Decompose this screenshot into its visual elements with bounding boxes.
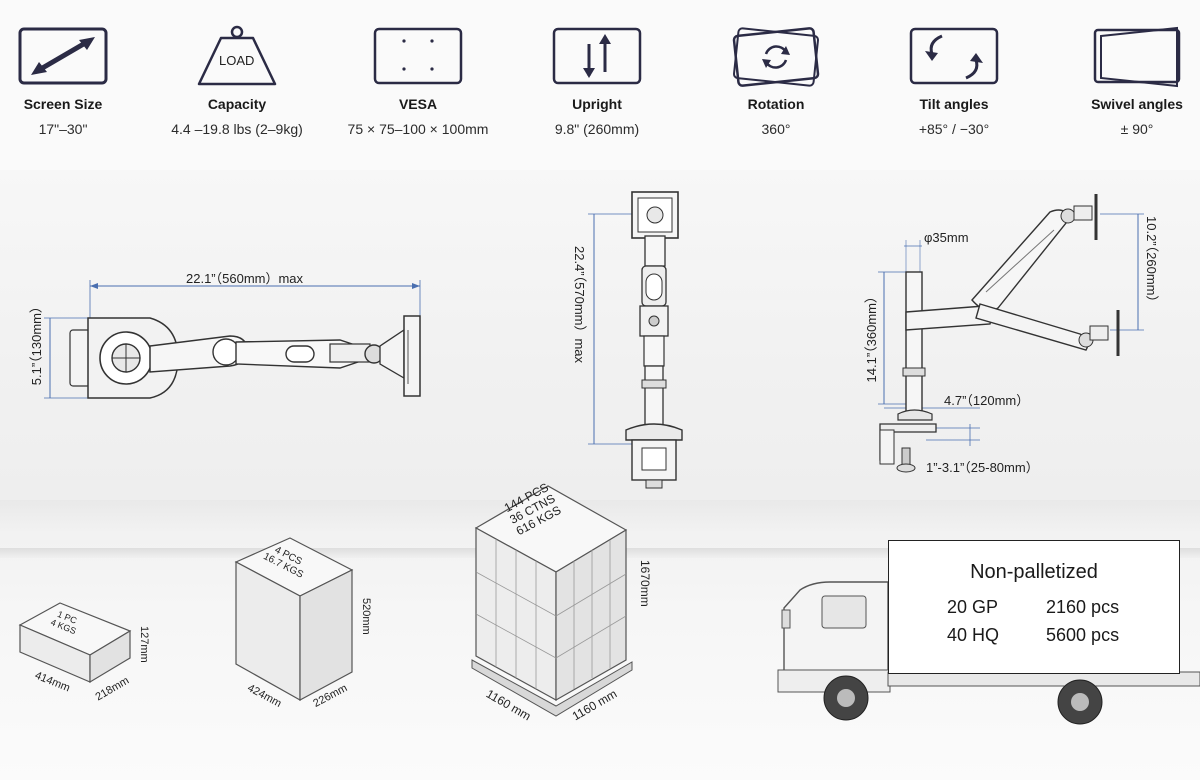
front-view-height-label: 22.4”（570mm）max: [572, 246, 587, 364]
shipping-info-box: Non-palletized 20 GP 2160 pcs 40 HQ 5600…: [888, 540, 1180, 674]
spec-value: 360°: [761, 121, 791, 137]
diagram-background: [0, 170, 1200, 500]
spec-value: 9.8" (260mm): [554, 121, 640, 137]
spec-value: 4.4 –19.8 lbs (2–9kg): [171, 121, 303, 137]
spec-value: 17"–30": [38, 121, 88, 137]
spec-tilt: Tilt angles +85° / −30°: [879, 26, 1029, 137]
spec-capacity: LOAD Capacity 4.4 –19.8 lbs (2–9kg): [162, 25, 312, 137]
load-icon-text: LOAD: [219, 53, 255, 68]
container-quantity: 5600 pcs: [1046, 625, 1120, 645]
package-1-height: 127mm: [138, 626, 150, 663]
side-view-pole-label: φ35mm: [924, 230, 969, 245]
spec-name: Screen Size: [23, 96, 103, 112]
container-type: 20 GP: [947, 597, 999, 617]
spec-value: ± 90°: [1120, 121, 1154, 137]
spec-value: 75 × 75–100 × 100mm: [347, 121, 489, 137]
spec-value: +85° / −30°: [918, 121, 990, 137]
updown-arrows-icon: [552, 27, 642, 85]
spec-name: Swivel angles: [1091, 96, 1183, 112]
spec-name: Capacity: [207, 96, 267, 112]
spec-upright: Upright 9.8" (260mm): [522, 26, 672, 137]
spec-name: Rotation: [747, 96, 805, 112]
vesa-plate-icon: [373, 27, 463, 85]
side-view-reach-label: 4.7”（120mm）: [944, 393, 1030, 408]
side-view-upright-label: 10.2”（260mm）: [1144, 216, 1159, 309]
spec-swivel: Swivel angles ± 90°: [1062, 26, 1200, 137]
spec-name: Upright: [572, 96, 622, 112]
spec-vesa: VESA 75 × 75–100 × 100mm: [343, 26, 493, 137]
spec-name: Tilt angles: [919, 96, 989, 112]
spec-name: VESA: [398, 96, 438, 112]
side-view-clamp-label: 1”-3.1”（25-80mm）: [926, 460, 1039, 475]
spec-rotation: Rotation 360°: [701, 26, 851, 137]
pallet-height: 1670mm: [638, 560, 652, 607]
load-weight-icon: [197, 25, 277, 86]
shipping-row-40hq: 40 HQ 5600 pcs: [947, 625, 1119, 646]
shipping-row-20gp: 20 GP 2160 pcs: [947, 597, 1119, 618]
container-quantity: 2160 pcs: [1046, 597, 1120, 617]
container-type: 40 HQ: [947, 625, 1000, 645]
spec-screen-size: Screen Size 17"–30": [0, 26, 138, 137]
top-view-width-label: 22.1”（560mm）max: [186, 271, 304, 286]
tilt-icon: [909, 27, 999, 85]
package-2-height: 520mm: [360, 598, 372, 635]
rotation-icon: [732, 27, 820, 87]
shipping-title: Non-palletized: [970, 561, 1098, 583]
swivel-icon: [1093, 26, 1181, 88]
diagonal-arrow-icon: [18, 27, 108, 85]
